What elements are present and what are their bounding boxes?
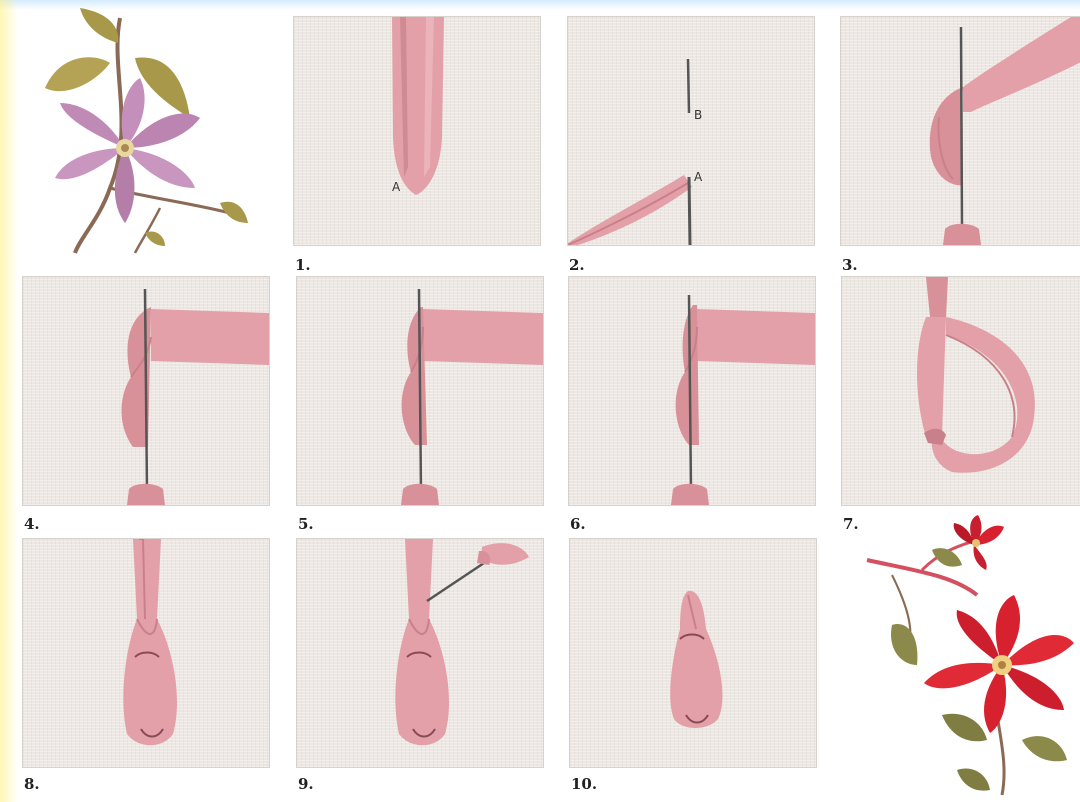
- step-7-panel: [841, 276, 1080, 506]
- marker-b: B: [694, 108, 702, 122]
- step-5-number: 5.: [298, 515, 314, 533]
- step-7-number: 7.: [843, 515, 859, 533]
- step-10-panel: [569, 538, 817, 768]
- step-10-number: 10.: [571, 775, 597, 793]
- marker-a: A: [694, 170, 703, 184]
- step-2-panel: B A: [567, 16, 815, 246]
- step-4-panel: [22, 276, 270, 506]
- step-2-number: 2.: [569, 256, 585, 274]
- step-6-number: 6.: [570, 515, 586, 533]
- step-9-panel: [296, 538, 544, 768]
- step-1-number: 1.: [295, 256, 311, 274]
- step-6-panel: [568, 276, 816, 506]
- marker-a: A: [392, 180, 401, 194]
- step-1-panel: A: [293, 16, 541, 246]
- step-3-number: 3.: [842, 256, 858, 274]
- step-8-panel: [22, 538, 270, 768]
- red-clematis-illustration: [862, 515, 1077, 800]
- step-3-panel: [840, 16, 1080, 246]
- step-5-panel: [296, 276, 544, 506]
- step-8-number: 8.: [24, 775, 40, 793]
- step-9-number: 9.: [298, 775, 314, 793]
- purple-clematis-illustration: [40, 8, 260, 258]
- step-4-number: 4.: [24, 515, 40, 533]
